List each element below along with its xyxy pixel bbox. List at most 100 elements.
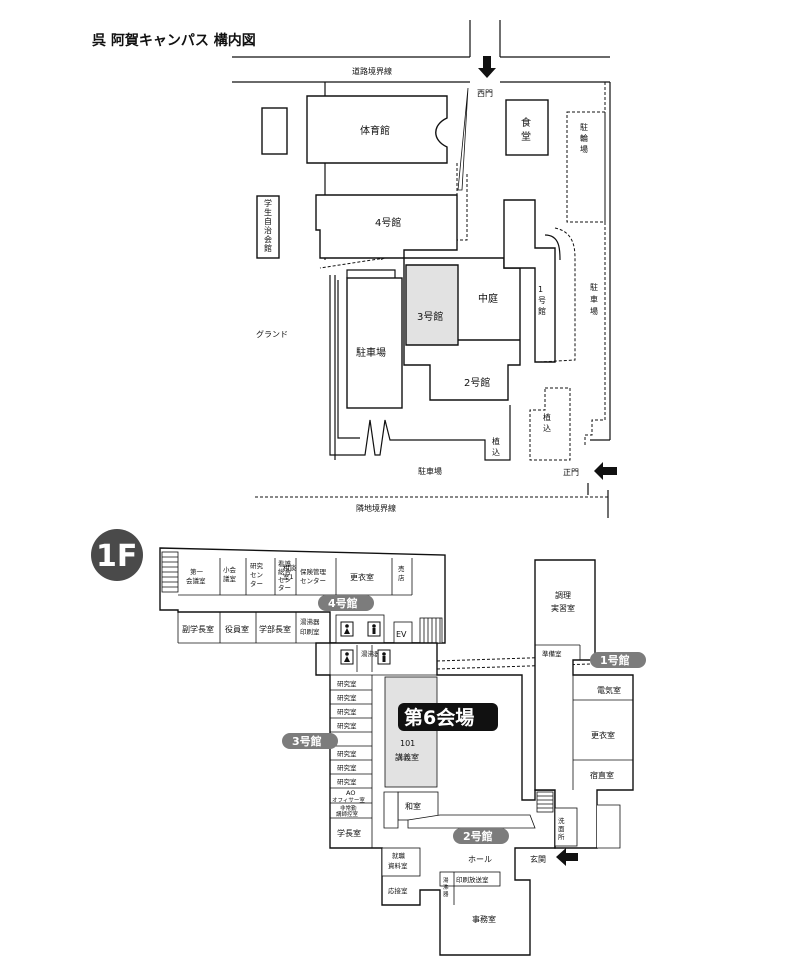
room-kettle2-label: 湯沸器 — [361, 649, 381, 658]
planting-right-label-1: 植 — [543, 412, 551, 422]
restroom-women-icon — [340, 621, 354, 637]
restroom-men-icon — [367, 621, 381, 637]
room-nursing-label-4: ター — [278, 583, 291, 592]
building-1 — [503, 199, 556, 363]
ground-label: グランド — [256, 329, 288, 339]
room-kettle3-label-1: 湯 — [443, 876, 449, 884]
room-consult-label-1: 相談 — [283, 563, 297, 572]
student-hall-label-5: 会 — [264, 234, 272, 244]
lecture-room-101 — [384, 676, 438, 788]
room-part-time-label-2: 講師控室 — [336, 810, 359, 818]
room-dean-label: 学部長室 — [259, 624, 291, 634]
floor-badge-label: 1F — [96, 539, 137, 574]
room-ao-label-1: AO — [346, 789, 355, 797]
room-night-duty-label: 宿直室 — [590, 770, 614, 780]
room-kettle-print-label-1: 湯沸器 — [300, 617, 320, 626]
cafeteria-label-1: 食 — [521, 116, 531, 129]
gym — [306, 95, 448, 164]
room-officers-label: 役員室 — [225, 624, 249, 634]
west-gate-label: 西門 — [477, 89, 493, 98]
parking-center — [346, 277, 403, 409]
room-japanese-label: 和室 — [405, 801, 421, 811]
road-boundary-label: 道路境界線 — [352, 66, 392, 76]
building-3-label: 3号館 — [417, 310, 443, 323]
room-locker4-label: 更衣室 — [350, 572, 374, 582]
badge-building-4-label: 4号館 — [328, 596, 358, 610]
parking-right-label-1: 駐 — [590, 282, 598, 292]
japanese-room — [397, 791, 439, 821]
badge-building-2 — [453, 828, 509, 844]
gym-annex — [261, 107, 288, 155]
neighbor-boundary-label: 隣地境界線 — [356, 503, 396, 513]
planting-bottom-label-2: 込 — [492, 448, 500, 457]
badge-building-2-label: 2号館 — [463, 829, 493, 843]
lecture-room-number: 101 — [400, 739, 415, 748]
room-lab-4-label: 研究室 — [337, 721, 357, 730]
student-hall-label-1: 学 — [264, 198, 272, 208]
building-2-label: 2号館 — [464, 376, 490, 389]
site-map: 道路境界線 西門 体育館 食 堂 駐 輪 場 学 生 自 治 会 館 — [232, 20, 617, 518]
courtyard-label: 中庭 — [478, 292, 498, 305]
lecture-room-name: 講義室 — [395, 752, 419, 762]
room-consult-label-2: 室1 — [283, 572, 294, 581]
elevator-label: EV — [396, 630, 407, 639]
room-research-center-label-1: 研究 — [250, 561, 264, 570]
room-lab-6-label: 研究室 — [337, 763, 357, 772]
room-small-meeting-label-1: 小会 — [223, 565, 237, 574]
room-lab-3-label: 研究室 — [337, 707, 357, 716]
cafeteria — [505, 99, 549, 156]
parking-bottom-label: 駐車場 — [418, 466, 442, 476]
stairs-1 — [536, 791, 554, 813]
student-hall-label-4: 治 — [264, 225, 272, 235]
room-health-center-label-2: センター — [300, 576, 326, 585]
badge-building-3 — [282, 733, 338, 749]
gym-label: 体育館 — [360, 124, 390, 137]
room-washroom-label-2: 面 — [558, 825, 565, 833]
room-washroom-label-3: 所 — [558, 832, 565, 841]
room-career-label-2: 資料室 — [388, 861, 408, 870]
building-1-label-1: 1 — [538, 285, 543, 294]
map-title: 呉 阿賀キャンパス 構内図 — [92, 32, 256, 49]
badge-building-1 — [590, 652, 646, 668]
stairs-left — [161, 551, 179, 593]
badge-building-1-label: 1号館 — [600, 653, 630, 667]
room-small-meeting-label-2: 議室 — [223, 574, 237, 583]
west-gate-arrow-icon — [478, 56, 496, 78]
room-career-label-1: 就職 — [392, 851, 406, 860]
room-lab-2-label: 研究室 — [337, 693, 357, 702]
room-ao-label-2: オフィサー室 — [332, 796, 365, 804]
student-hall-label-3: 自 — [264, 216, 272, 226]
room-shop-label-2: 店 — [398, 573, 405, 582]
room-kettle3-label-2: 沸 — [443, 883, 449, 891]
bicycle-parking-label-2: 輪 — [580, 133, 588, 143]
main-gate-label: 正門 — [563, 468, 579, 477]
building-1-label-3: 館 — [538, 306, 546, 316]
planting-right-label-2: 込 — [543, 424, 551, 433]
restroom-women-icon-2 — [340, 649, 354, 665]
room-lab-1-label: 研究室 — [337, 679, 357, 688]
room-electric-label: 電気室 — [597, 685, 621, 695]
building-3 — [405, 264, 459, 346]
room-meeting1-label-2: 会議室 — [186, 576, 206, 585]
room-kettle-print-label-2: 印刷室 — [300, 627, 320, 636]
venue-label: 第6会場 — [404, 706, 474, 729]
room-research-center-label-2: セン — [250, 571, 263, 579]
room-vice-dean-label: 副学長室 — [182, 624, 214, 634]
student-hall-label-2: 生 — [264, 207, 272, 217]
room-washroom-label-1: 洗 — [558, 816, 565, 825]
restroom-men-icon-2 — [377, 649, 391, 665]
room-president-label: 学長室 — [337, 828, 361, 838]
room-research-center-label-3: ター — [250, 579, 263, 588]
room-prep-label: 準備室 — [542, 649, 562, 658]
floor-badge — [91, 529, 143, 581]
room-cooking-label-2: 実習室 — [551, 603, 575, 613]
room-print-broadcast-label: 印刷放送室 — [456, 875, 489, 884]
room-reception-label: 応接室 — [388, 886, 408, 895]
bicycle-parking-label-1: 駐 — [580, 122, 588, 132]
room-health-center-label-1: 保険管理 — [300, 567, 327, 576]
room-part-time-label-1: 非常勤 — [340, 804, 357, 812]
building-4-label: 4号館 — [375, 216, 401, 229]
venue-badge — [398, 703, 498, 731]
room-nursing-label-1: 看護 — [278, 559, 292, 568]
